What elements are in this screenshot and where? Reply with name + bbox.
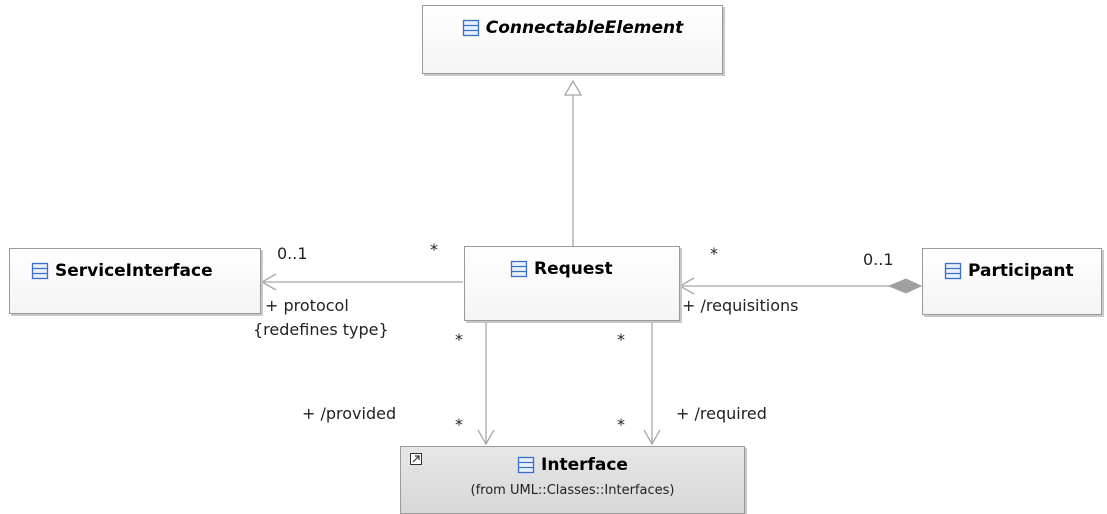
class-icon	[31, 262, 49, 280]
external-reference-icon	[410, 453, 422, 465]
association-requisitions	[678, 277, 923, 295]
class-participant[interactable]: Participant	[922, 248, 1102, 315]
class-request[interactable]: Request	[464, 246, 680, 321]
class-name: Interface	[541, 455, 628, 475]
multiplicity-provided-source: *	[455, 330, 463, 349]
multiplicity-required-target: *	[617, 415, 625, 434]
multiplicity-protocol-source: *	[430, 240, 438, 259]
class-connectableelement[interactable]: ConnectableElement	[422, 5, 723, 74]
navigable-arrowhead	[678, 277, 695, 295]
multiplicity-protocol-target: 0..1	[277, 244, 308, 263]
class-icon	[510, 260, 528, 278]
composition-diamond	[887, 278, 923, 294]
class-name: ServiceInterface	[55, 261, 213, 281]
class-name: Request	[534, 259, 613, 279]
multiplicity-requisitions-source: *	[710, 244, 718, 263]
navigable-arrowhead	[260, 273, 277, 291]
class-interface[interactable]: Interface (from UML::Classes::Interfaces…	[400, 446, 745, 514]
role-provided: + /provided	[302, 404, 397, 423]
constraint-protocol: {redefines type}	[253, 320, 389, 339]
multiplicity-required-source: *	[617, 330, 625, 349]
class-header: Interface	[401, 455, 744, 475]
association-required	[643, 322, 661, 446]
association-protocol	[260, 273, 463, 291]
generalization-request-connectableelement	[563, 79, 583, 246]
class-header: ServiceInterface	[31, 261, 260, 281]
role-protocol: + protocol	[265, 296, 349, 315]
class-name: ConnectableElement	[485, 18, 684, 38]
generalization-arrowhead	[563, 79, 583, 96]
navigable-arrowhead	[477, 429, 495, 446]
class-icon	[462, 19, 479, 37]
class-header: ConnectableElement	[423, 18, 722, 38]
class-serviceinterface[interactable]: ServiceInterface	[9, 248, 261, 314]
role-required: + /required	[676, 404, 767, 423]
class-package-note: (from UML::Classes::Interfaces)	[470, 483, 675, 498]
multiplicity-provided-target: *	[455, 415, 463, 434]
class-icon	[944, 262, 962, 280]
class-header: Request	[510, 259, 679, 279]
association-provided	[477, 322, 495, 446]
role-requisitions: + /requisitions	[682, 296, 799, 315]
class-name: Participant	[968, 261, 1074, 281]
class-icon	[517, 456, 535, 474]
class-header: Participant	[944, 261, 1101, 281]
multiplicity-requisitions-target: 0..1	[863, 250, 894, 269]
navigable-arrowhead	[643, 429, 661, 446]
